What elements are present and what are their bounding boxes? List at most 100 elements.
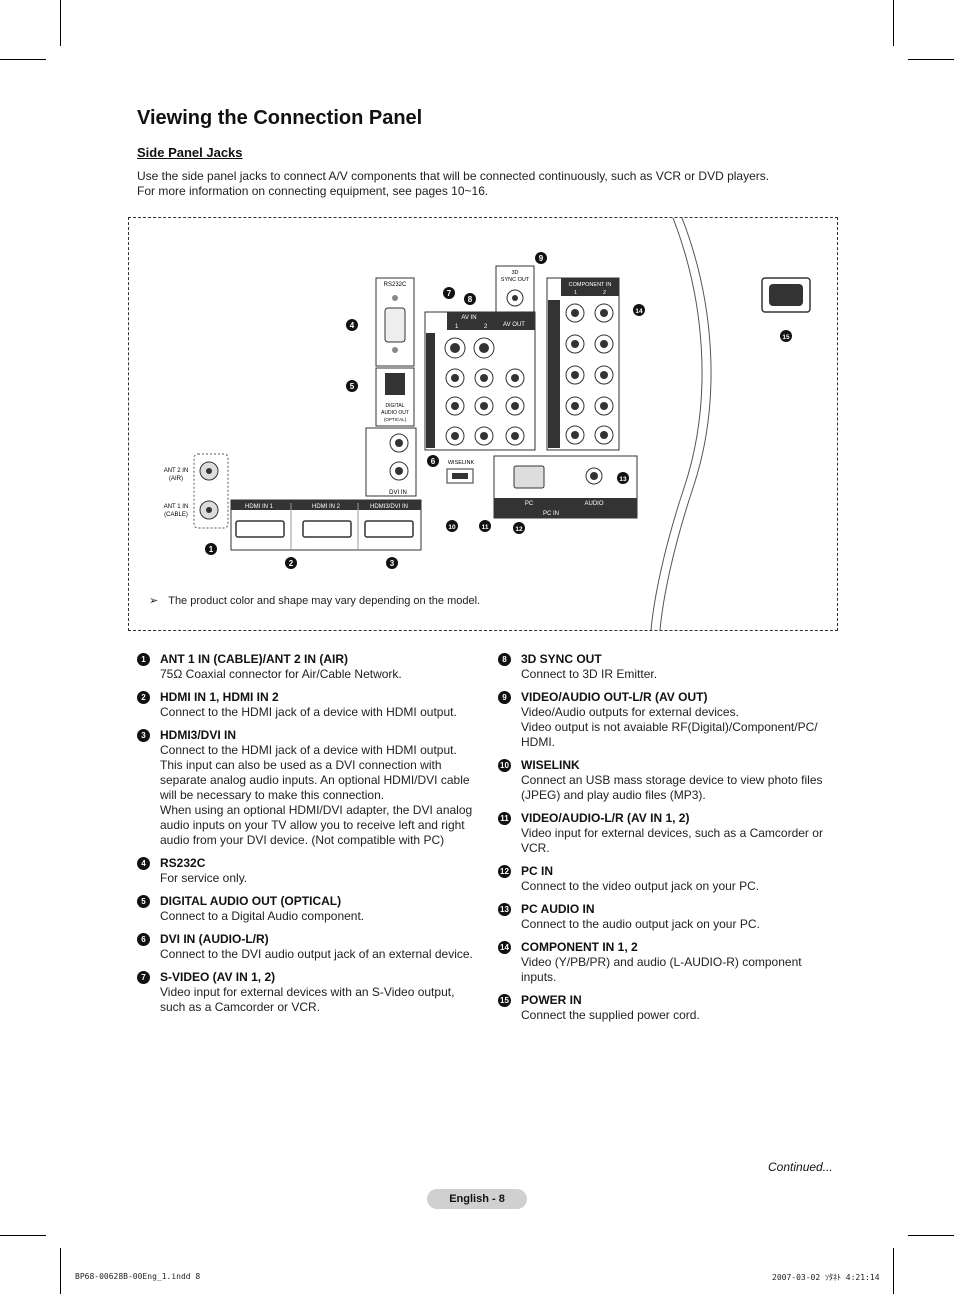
- av-in-label: AV IN: [461, 315, 476, 321]
- section-heading: Side Panel Jacks: [137, 145, 243, 160]
- item-number-badge: 1: [137, 653, 150, 666]
- sync-3d-label: 3D: [511, 270, 518, 276]
- item-number-badge: 8: [498, 653, 511, 666]
- item-title: COMPONENT IN 1, 2: [521, 940, 638, 954]
- item-title: VIDEO/AUDIO-L/R (AV IN 1, 2): [521, 811, 690, 825]
- item-description: Video/Audio outputs for external devices…: [521, 705, 838, 750]
- item-description-line: Connect to the video output jack on your…: [521, 879, 760, 893]
- crop-mark: [893, 1248, 894, 1294]
- item-number-badge: 6: [137, 933, 150, 946]
- digital-label: DIGITAL: [385, 403, 404, 409]
- item-description: Connect to 3D IR Emitter.: [521, 667, 838, 682]
- crop-mark: [908, 59, 954, 60]
- crop-mark: [0, 1235, 46, 1236]
- pc-label: PC: [525, 501, 534, 507]
- rs232c-label: RS232C: [384, 282, 407, 288]
- list-item: 11 VIDEO/AUDIO-L/R (AV IN 1, 2)Video inpu…: [498, 811, 838, 856]
- item-title: POWER IN: [521, 993, 582, 1007]
- item-description-line: Connect to the DVI audio output jack of …: [160, 947, 473, 961]
- intro-line: For more information on connecting equip…: [137, 184, 489, 198]
- callout-4: 4: [350, 321, 355, 330]
- intro-line: Use the side panel jacks to connect A/V …: [137, 169, 770, 183]
- callout-10: 10: [448, 524, 456, 531]
- optical-label: (OPTICAL): [384, 417, 407, 422]
- item-description: Connect the supplied power cord.: [521, 1008, 838, 1023]
- item-title: S-VIDEO (AV IN 1, 2): [160, 970, 276, 984]
- crop-mark: [60, 0, 61, 46]
- description-list-left: 1 ANT 1 IN (CABLE)/ANT 2 IN (AIR)75Ω Coax…: [137, 652, 477, 1023]
- item-title: 3D SYNC OUT: [521, 652, 602, 666]
- callout-14: 14: [635, 308, 643, 315]
- hdmi3-label: HDMI3/DVI IN: [370, 504, 408, 510]
- item-number-badge: 9: [498, 691, 511, 704]
- crop-mark: [0, 59, 46, 60]
- item-description-line: For service only.: [160, 871, 248, 885]
- item-description-line: 75Ω Coaxial connector for Air/Cable Netw…: [160, 667, 402, 681]
- item-title: RS232C: [160, 856, 206, 870]
- connection-panel-diagram: RS232C DIGITAL AUDIO OUT (OPTICAL) DVI I…: [128, 217, 838, 631]
- pc-in-label: PC IN: [543, 511, 559, 517]
- comp-1-label: 1: [574, 290, 577, 296]
- item-description-line: Connect to 3D IR Emitter.: [521, 667, 658, 681]
- callout-3: 3: [390, 559, 395, 568]
- callout-2: 2: [289, 559, 294, 568]
- item-description: Connect to the DVI audio output jack of …: [160, 947, 477, 962]
- continued-text: Continued...: [768, 1160, 833, 1174]
- item-description-line: Connect to a Digital Audio component.: [160, 909, 365, 923]
- callout-13: 13: [619, 476, 627, 483]
- callout-8: 8: [468, 295, 473, 304]
- item-number-badge: 12: [498, 865, 511, 878]
- item-number-badge: 15: [498, 994, 511, 1007]
- list-item: 1 ANT 1 IN (CABLE)/ANT 2 IN (AIR)75Ω Coax…: [137, 652, 477, 682]
- item-description: Connect to the video output jack on your…: [521, 879, 838, 894]
- ant1-cable-label: (CABLE): [164, 512, 188, 518]
- item-title: ANT 1 IN (CABLE)/ANT 2 IN (AIR): [160, 652, 348, 666]
- crop-mark: [893, 0, 894, 46]
- item-number-badge: 11: [498, 812, 511, 825]
- item-title: WISELINK: [521, 758, 580, 772]
- item-description-line: Connect to the HDMI jack of a device wit…: [160, 743, 470, 802]
- dvi-in-label: DVI IN: [389, 490, 407, 496]
- item-description: Video (Y/PB/PR) and audio (L-AUDIO-R) co…: [521, 955, 838, 985]
- crop-mark: [908, 1235, 954, 1236]
- item-description: Connect to a Digital Audio component.: [160, 909, 477, 924]
- item-title: HDMI3/DVI IN: [160, 728, 237, 742]
- callout-15: 15: [782, 334, 790, 341]
- wiselink-label: WISELINK: [448, 460, 475, 466]
- comp-2-label: 2: [603, 290, 606, 296]
- audio-label: AUDIO: [584, 501, 603, 507]
- item-description: 75Ω Coaxial connector for Air/Cable Netw…: [160, 667, 477, 682]
- page-title: Viewing the Connection Panel: [137, 107, 423, 129]
- item-number-badge: 2: [137, 691, 150, 704]
- callout-12: 12: [515, 526, 523, 533]
- av-out-label: AV OUT: [503, 322, 525, 328]
- file-name: BP68-00628B-00Eng_1.indd 8: [75, 1272, 201, 1281]
- av-in-1-label: 1: [455, 324, 459, 330]
- item-number-badge: 7: [137, 971, 150, 984]
- ant1-label: ANT 1 IN: [164, 504, 189, 510]
- item-description-line: Connect an USB mass storage device to vi…: [521, 773, 823, 802]
- panel-illustration: RS232C DIGITAL AUDIO OUT (OPTICAL) DVI I…: [164, 218, 811, 630]
- item-number-badge: 5: [137, 895, 150, 908]
- item-number-badge: 4: [137, 857, 150, 870]
- item-description-line: Video output is not avaiable RF(Digital)…: [521, 720, 818, 749]
- callout-6: 6: [431, 457, 436, 466]
- callout-1: 1: [209, 545, 214, 554]
- item-number-badge: 10: [498, 759, 511, 772]
- item-description: Connect to the HDMI jack of a device wit…: [160, 743, 477, 848]
- item-description-line: Connect to the audio output jack on your…: [521, 917, 760, 931]
- note: ➢The product color and shape may vary de…: [149, 594, 480, 607]
- item-description-line: When using an optional HDMI/DVI adapter,…: [160, 803, 473, 847]
- print-date: 2007-03-02 ｿﾀﾈﾄ 4:21:14: [772, 1273, 880, 1282]
- item-description: Video input for external devices, such a…: [521, 826, 838, 856]
- item-description: For service only.: [160, 871, 477, 886]
